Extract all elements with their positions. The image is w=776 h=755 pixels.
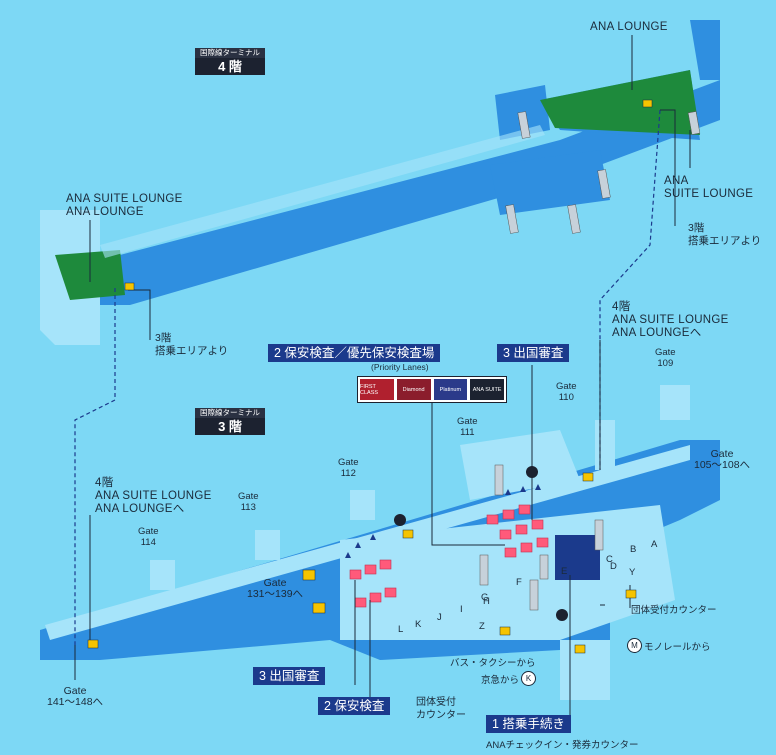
group-counter-legend: 団体受付カウンター [631, 602, 717, 616]
priority-badge: Platinum [433, 379, 468, 400]
ana-lounge-area [540, 70, 700, 135]
to-4f-right-3: ANA LOUNGEへ [612, 327, 702, 339]
escalators-4f [505, 111, 701, 234]
bus-taxi-label: バス・タクシーから [450, 658, 536, 669]
counter-letter-l: L [398, 624, 403, 635]
counter-letter-c: C [606, 554, 613, 565]
floor-4-tag: 国際線ターミナル [195, 48, 265, 58]
from-3f-right-sub: 搭乗エリアより [688, 235, 762, 247]
counter-letter-j: J [437, 612, 442, 623]
map-markers [87, 99, 653, 654]
checkin-sub: ANAチェックイン・発券カウンター [486, 740, 639, 751]
to-4f-right-2: ANA SUITE LOUNGE [612, 314, 729, 326]
priority-badge: ANA SUITE [470, 379, 504, 400]
from-3f-right: 3階 [688, 222, 705, 234]
from-3f-left-sub: 搭乗エリアより [155, 345, 229, 357]
checkin-box: 1 搭乗手続き [486, 715, 571, 733]
to-4f-left-1: 4階 [95, 477, 114, 489]
to-4f-right-1: 4階 [612, 301, 631, 313]
floor-3-label: 3 階 [218, 419, 242, 434]
ana-suite-right-1: ANA [664, 175, 689, 187]
counter-letter-f: F [516, 577, 522, 588]
security-lanes [349, 504, 549, 608]
counter-letters: A B CD E F GH I J K L Y Z [398, 539, 658, 635]
security-priority-box: 2 保安検査／優先保安検査場 [268, 344, 441, 362]
keikyu-legend: 京急から K [481, 671, 538, 686]
monorail-legend: M モノレールから [625, 638, 711, 653]
priority-badge: FIRST CLASS [360, 379, 394, 400]
to-4f-left-2: ANA SUITE LOUNGE [95, 490, 212, 502]
floor-3-tag: 国際線ターミナル [195, 408, 265, 418]
security-box: 2 保安検査 [318, 697, 391, 715]
group-counter-bottom-1: 団体受付 [416, 697, 456, 708]
counter-letter-b: B [630, 544, 636, 555]
counter-letter-y: Y [629, 567, 636, 578]
counter-letter-g: G [481, 592, 488, 603]
keikyu-label: 京急から [481, 674, 520, 686]
monorail-label: モノレールから [644, 641, 711, 653]
priority-lanes-sub: (Priority Lanes) [371, 362, 429, 372]
counter-letter-h: H [483, 596, 490, 607]
checkin-counter-area [555, 535, 600, 580]
counter-letter-z: Z [479, 621, 485, 632]
counter-letter-i: I [460, 604, 463, 615]
ana-suite-right-2: SUITE LOUNGE [664, 188, 754, 200]
from-3f-left: 3階 [155, 332, 172, 344]
floor-3-structure [40, 385, 720, 700]
monorail-icon: M [627, 638, 642, 653]
emigration-bottom-box: 3 出国審査 [253, 667, 326, 685]
escalators-3f [479, 464, 604, 611]
group-counter-bottom-2: カウンター [416, 710, 466, 721]
bus-taxi-legend: バス・タクシーから [450, 655, 536, 669]
train-icon: K [521, 671, 537, 686]
counter-letter-e: E [561, 566, 567, 577]
floor-4-badge: 国際線ターミナル 4 階 [195, 48, 265, 75]
floor-4-label: 4 階 [218, 59, 242, 74]
left-lounge-1: ANA SUITE LOUNGE [66, 193, 183, 205]
floor-3-badge: 国際線ターミナル 3 階 [195, 408, 265, 435]
direction-arrows [345, 484, 541, 558]
counter-letter-d: D [610, 561, 617, 572]
leader-lines [74, 35, 691, 725]
group-counter-label: 団体受付カウンター [631, 605, 717, 616]
left-lounge-2: ANA LOUNGE [66, 206, 144, 218]
ana-lounge-label: ANA LOUNGE [590, 21, 668, 33]
floor-4-structure [40, 20, 720, 345]
priority-badge: Diamond [396, 379, 431, 400]
to-4f-left-3: ANA LOUNGEへ [95, 503, 185, 515]
emigration-top-box: 3 出国審査 [497, 344, 570, 362]
counter-letter-a: A [651, 539, 658, 550]
counter-letter-k: K [415, 619, 422, 630]
